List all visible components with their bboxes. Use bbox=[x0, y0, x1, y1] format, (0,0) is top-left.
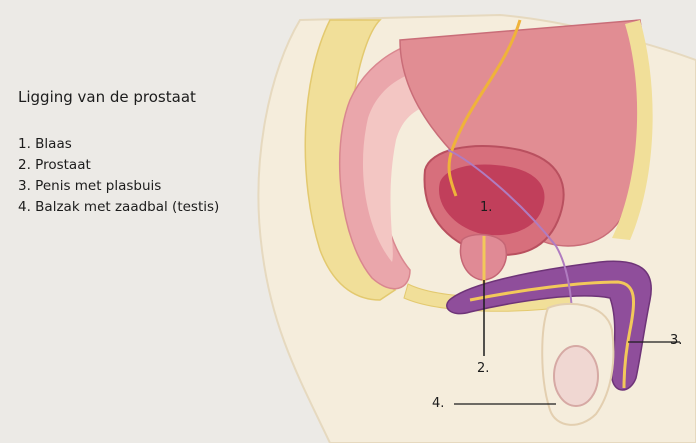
legend-item-scrotum: 4. Balzak met zaadbal (testis) bbox=[18, 197, 219, 218]
callout-label-2: 2. bbox=[477, 361, 489, 376]
legend-list: 1. Blaas 2. Prostaat 3. Penis met plasbu… bbox=[18, 134, 219, 218]
callout-label-1: 1. bbox=[480, 200, 492, 215]
legend-item-prostate: 2. Prostaat bbox=[18, 155, 219, 176]
legend-item-bladder: 1. Blaas bbox=[18, 134, 219, 155]
figure-title: Ligging van de prostaat bbox=[18, 88, 196, 106]
callout-label-3: 3. bbox=[670, 333, 682, 348]
callout-label-4: 4. bbox=[432, 396, 444, 411]
legend-item-penis: 3. Penis met plasbuis bbox=[18, 176, 219, 197]
testis bbox=[554, 346, 598, 406]
